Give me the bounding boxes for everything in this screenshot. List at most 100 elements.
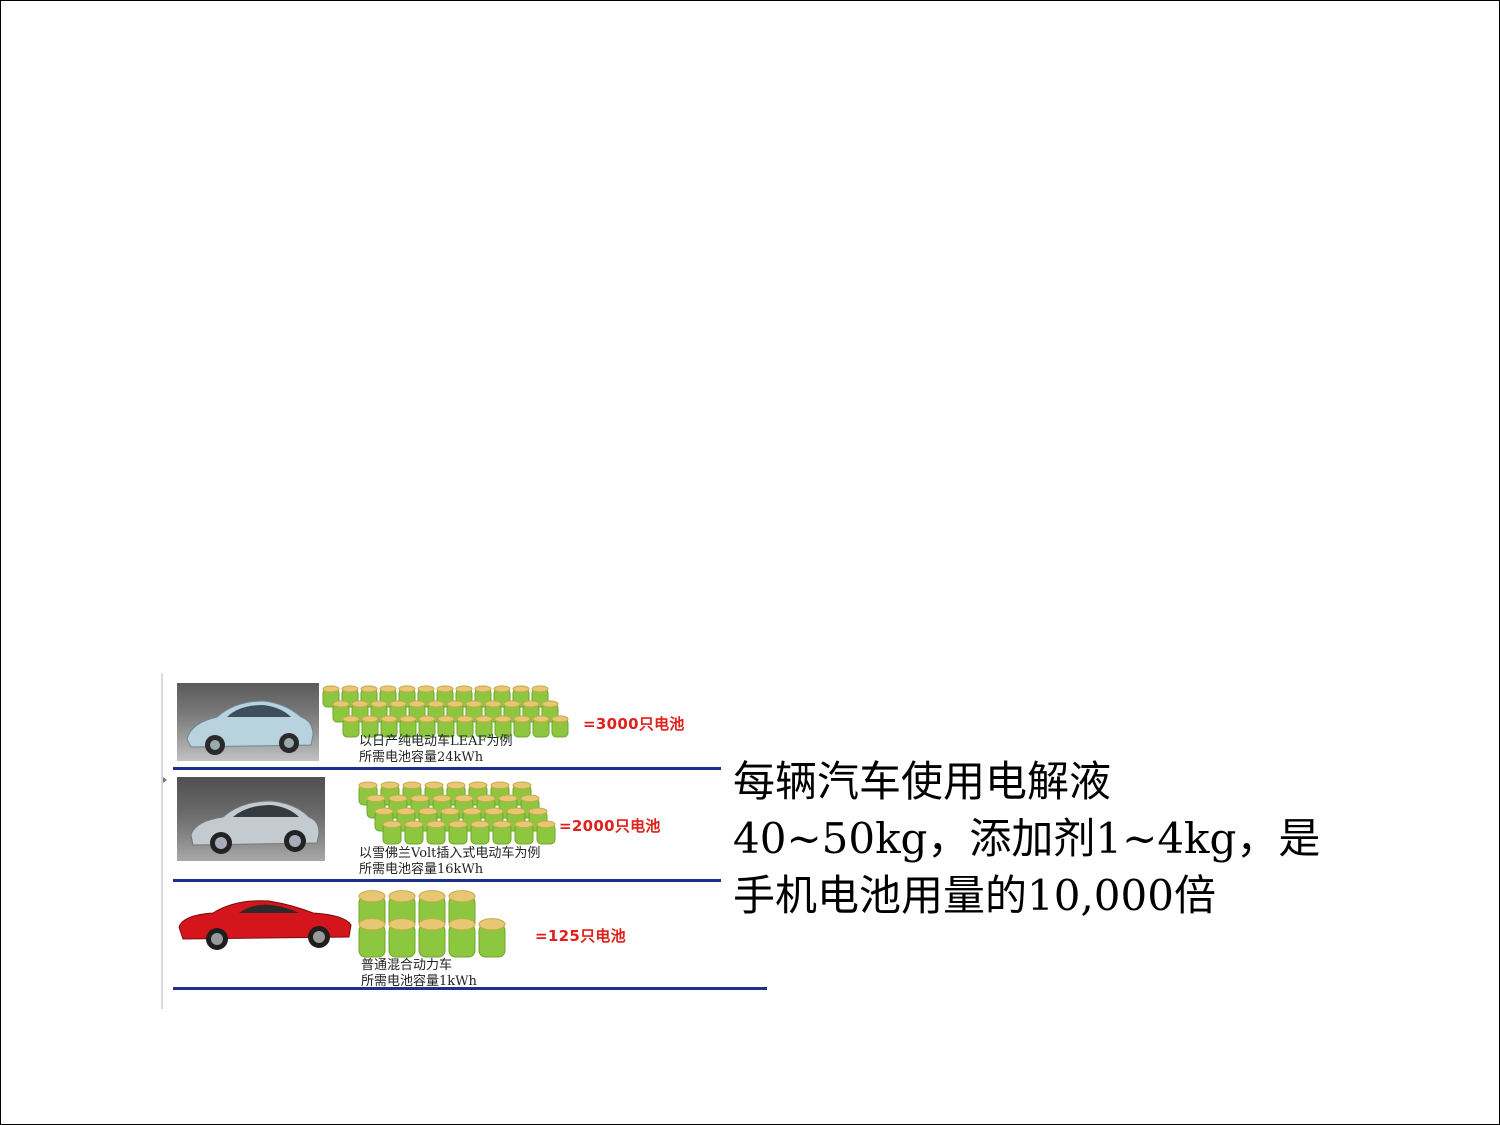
battery-cap (446, 781, 466, 790)
comparison-row-volt: =2000只电池 以雪佛兰Volt插入式电动车为例 所需电池容量16kWh (161, 773, 771, 879)
battery-stack-3000 (322, 685, 569, 738)
battery-cap (426, 820, 446, 829)
battery-cap (388, 794, 408, 803)
battery-cap (396, 807, 416, 816)
battery-count-label: =125只电池 (535, 927, 626, 945)
battery-cap (456, 715, 474, 723)
battery-cap (454, 794, 474, 803)
caption-line-1: 以雪佛兰Volt插入式电动车为例 (359, 846, 541, 861)
battery-cap (448, 890, 476, 903)
battery-cap (341, 685, 359, 693)
battery-cap (380, 781, 400, 790)
battery-cap (465, 700, 483, 708)
hybrid-car-photo (173, 889, 355, 955)
battery-cap (366, 794, 386, 803)
caption-line-2: 所需电池容量24kWh (359, 750, 484, 765)
battery-cap (322, 685, 340, 693)
battery-cap (370, 700, 388, 708)
battery-cap (490, 781, 510, 790)
battery-cap (475, 715, 493, 723)
battery-cap (478, 918, 506, 931)
battery-cap (424, 781, 444, 790)
battery-cap (358, 781, 378, 790)
battery-cap (512, 781, 532, 790)
car-icon (186, 700, 314, 755)
comparison-row-hybrid: =125只电池 普通混合动力车 所需电池容量1kWh (161, 883, 771, 1003)
car-icon (178, 900, 352, 950)
battery-cap (427, 700, 445, 708)
figure-border-line (161, 673, 163, 1009)
battery-cap (389, 700, 407, 708)
battery-cap (332, 700, 350, 708)
battery-cap (379, 685, 397, 693)
battery-cap (528, 807, 548, 816)
battery-cap (531, 685, 549, 693)
battery-cap (514, 820, 534, 829)
battery-cap (418, 890, 446, 903)
text-line-1: 每辆汽车使用电解液 (733, 757, 1112, 806)
battery-cap (404, 820, 424, 829)
battery-cap (432, 794, 452, 803)
battery-cap (455, 685, 473, 693)
battery-count-label: =2000只电池 (559, 817, 661, 835)
caption-line-1: 以日产纯电动车LEAF为例 (359, 734, 513, 749)
battery-cap (436, 685, 454, 693)
battery-count-label: =3000只电池 (583, 715, 685, 733)
battery-cap (418, 715, 436, 723)
battery-cap (418, 918, 446, 931)
battery-cap (470, 820, 490, 829)
battery-cap (536, 820, 556, 829)
battery-cap (399, 715, 417, 723)
row-separator (173, 767, 721, 770)
battery-cap (474, 685, 492, 693)
chevrolet-volt-photo (177, 777, 325, 861)
battery-cap (506, 807, 526, 816)
battery-cap (493, 685, 511, 693)
battery-cap (440, 807, 460, 816)
battery-cap (398, 685, 416, 693)
battery-cap (358, 918, 386, 931)
battery-cap (382, 820, 402, 829)
battery-cap (361, 715, 379, 723)
battery-cap (448, 918, 476, 931)
battery-cap (351, 700, 369, 708)
battery-cap (513, 715, 531, 723)
electrolyte-usage-text: 每辆汽车使用电解液 40~50kg，添加剂1~4kg，是 手机电池用量的10,0… (733, 753, 1433, 924)
battery-cap (388, 918, 416, 931)
battery-cap (358, 890, 386, 903)
battery-comparison-figure: =3000只电池 以日产纯电动车LEAF为例 所需电池容量24kWh =2000… (161, 673, 771, 1009)
text-line-3: 手机电池用量的10,000倍 (733, 871, 1216, 920)
battery-cap (388, 890, 416, 903)
caption-line-2: 所需电池容量16kWh (359, 862, 484, 877)
battery-cap (402, 781, 422, 790)
battery-cap (437, 715, 455, 723)
text-line-2: 40~50kg，添加剂1~4kg，是 (733, 814, 1321, 863)
battery-cap (512, 685, 530, 693)
battery-cap (342, 715, 360, 723)
battery-cap (522, 700, 540, 708)
battery-cap (418, 807, 438, 816)
battery-cap (532, 715, 550, 723)
caption-line-2: 所需电池容量1kWh (361, 974, 477, 989)
battery-stack-2000 (358, 781, 556, 845)
battery-cap (492, 820, 512, 829)
battery-cap (446, 700, 464, 708)
collapse-arrow-icon (163, 777, 167, 783)
battery-cap (498, 794, 518, 803)
battery-cap (417, 685, 435, 693)
battery-cap (374, 807, 394, 816)
caption-line-1: 普通混合动力车 (361, 958, 453, 973)
battery-cap (360, 685, 378, 693)
car-icon (190, 800, 320, 854)
battery-cap (408, 700, 426, 708)
battery-cap (468, 781, 488, 790)
nissan-leaf-photo (177, 683, 319, 761)
battery-cap (448, 820, 468, 829)
battery-cap (462, 807, 482, 816)
battery-cap (551, 715, 569, 723)
row-separator (173, 987, 767, 990)
battery-cap (494, 715, 512, 723)
battery-cap (476, 794, 496, 803)
battery-stack-125 (358, 890, 506, 958)
